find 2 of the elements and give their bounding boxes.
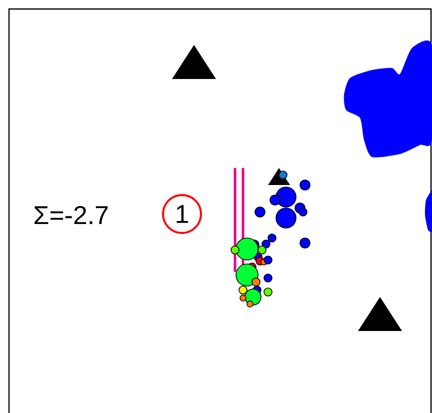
sum-label: Σ=-2.7 — [34, 206, 108, 224]
circled-number: 1 — [162, 194, 202, 234]
